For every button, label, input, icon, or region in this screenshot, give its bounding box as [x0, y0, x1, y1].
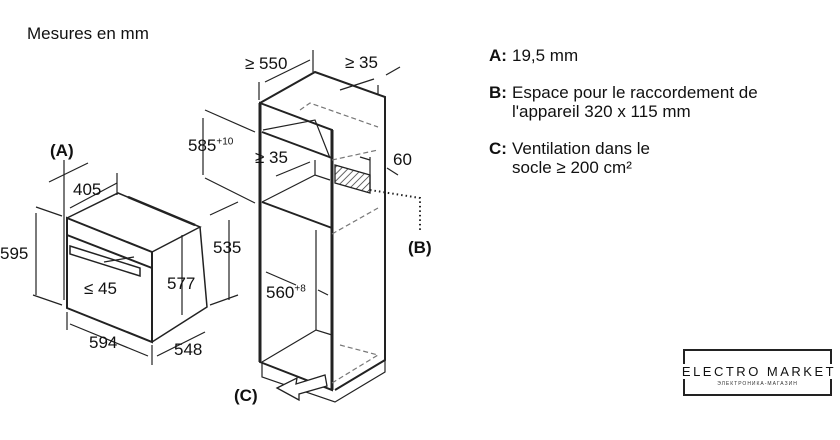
- legend: A: 19,5 mm B: Espace pour le raccordement …: [489, 46, 789, 195]
- dim-oven-594: 594: [89, 333, 118, 352]
- logo-brand: ELECTRO MARKET: [669, 364, 840, 379]
- dim-niche-560: 560+8: [266, 283, 306, 303]
- dim-oven-577: 577: [167, 274, 196, 293]
- oven-drawing: [32, 160, 239, 365]
- label-a: (A): [50, 141, 74, 160]
- dim-oven-548: 548: [174, 340, 203, 359]
- cabinet-drawing: [202, 50, 421, 403]
- legend-key: C:: [489, 139, 507, 158]
- legend-text: 19,5 mm: [512, 46, 579, 65]
- dim-oven-595: 595: [0, 244, 29, 263]
- legend-item-a: A: 19,5 mm: [489, 46, 789, 65]
- dim-oven-405: 405: [73, 180, 102, 199]
- legend-item-c: C: Ventilation dans le socle ≥ 200 cm²: [489, 139, 789, 177]
- niche-width-tolerance: +8: [294, 283, 306, 295]
- legend-text: Espace pour le raccordement de l'apparei…: [512, 83, 758, 121]
- niche-height-tolerance: +10: [216, 136, 234, 148]
- dim-door-gap: ≤ 45: [84, 279, 117, 298]
- dim-shelf-gap: ≥ 35: [255, 148, 288, 167]
- legend-item-b: B: Espace pour le raccordement de l'appar…: [489, 83, 789, 121]
- legend-key: B:: [489, 83, 507, 102]
- label-c: (C): [234, 386, 258, 405]
- niche-width-value: 560: [266, 283, 295, 302]
- dim-cabinet-550: ≥ 550: [245, 54, 288, 73]
- dim-rear-gap: ≥ 35: [345, 53, 378, 72]
- niche-height-value: 585: [188, 136, 217, 155]
- electro-market-logo: ELECTRO MARKET ЭЛЕКТРОНИКА-МАГАЗИН: [669, 349, 840, 396]
- legend-key: A:: [489, 46, 507, 65]
- label-b: (B): [408, 238, 432, 257]
- dim-vent-60: 60: [393, 150, 412, 169]
- logo-tagline: ЭЛЕКТРОНИКА-МАГАЗИН: [717, 381, 798, 387]
- legend-text: Ventilation dans le socle ≥ 200 cm²: [512, 139, 650, 177]
- dim-oven-535: 535: [213, 238, 242, 257]
- units-label: Mesures en mm: [27, 24, 149, 43]
- dim-niche-585: 585+10: [188, 136, 233, 156]
